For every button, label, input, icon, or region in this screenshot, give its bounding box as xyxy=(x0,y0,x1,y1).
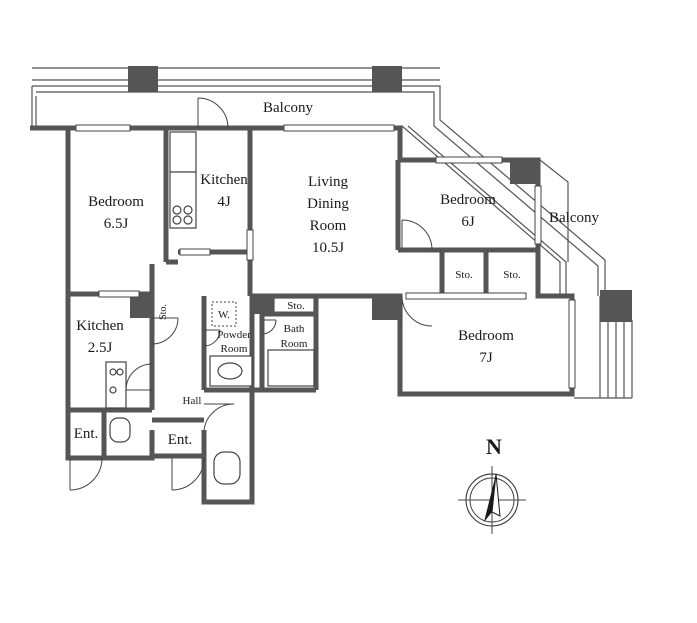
kitchen-small-size: 2.5J xyxy=(88,340,113,356)
pillar xyxy=(130,294,152,318)
pillar xyxy=(128,66,158,92)
kitchen-sink xyxy=(169,131,197,173)
storage-3-label: Sto. xyxy=(287,300,305,312)
balcony-right-label: Balcony xyxy=(549,210,599,226)
hall-label: Hall xyxy=(183,395,202,407)
bedroom-ne-name: Bedroom xyxy=(440,192,496,208)
north-compass: N xyxy=(458,434,526,534)
compass-needle xyxy=(484,474,496,522)
north-label: N xyxy=(486,434,502,459)
bedroom-se-name: Bedroom xyxy=(458,328,514,344)
windows xyxy=(75,124,576,389)
balcony-top-label: Balcony xyxy=(263,100,313,116)
pillar xyxy=(372,66,402,92)
washer-label: W. xyxy=(218,309,230,321)
toilet xyxy=(213,451,241,485)
sink-basin xyxy=(217,362,243,380)
small-kitchen-counter xyxy=(105,361,127,409)
stove-burner xyxy=(172,215,182,225)
kitchen-small-name: Kitchen xyxy=(76,318,124,334)
kitchen-main-size: 4J xyxy=(217,194,231,210)
powder-room-line-2: Room xyxy=(221,343,248,355)
storage-4-label: Sto. xyxy=(158,304,169,320)
storage-shelf xyxy=(273,297,315,315)
stove-burner xyxy=(183,205,193,215)
bath-room-line-2: Room xyxy=(281,338,308,350)
stove-burner xyxy=(183,215,193,225)
compass-needle-light xyxy=(491,473,501,517)
pillar xyxy=(372,296,398,320)
kitchen-main-name: Kitchen xyxy=(200,172,248,188)
powder-room-line-1: Powder xyxy=(217,329,251,341)
washer-space xyxy=(211,301,237,327)
living-line-3: Room xyxy=(310,218,347,234)
toilet xyxy=(109,417,131,443)
stove-burner xyxy=(109,386,117,394)
doors xyxy=(69,97,433,491)
bedroom-ne-size: 6J xyxy=(461,214,475,230)
balcony-right-rails xyxy=(401,125,633,399)
bathtub xyxy=(267,349,315,387)
stove-burner xyxy=(109,368,117,376)
storage-1-label: Sto. xyxy=(455,269,473,281)
entrance-left-label: Ent. xyxy=(74,426,99,442)
stove-burner xyxy=(172,205,182,215)
entrance-right-label: Ent. xyxy=(168,432,193,448)
bath-room-line-1: Bath xyxy=(284,323,305,335)
storage-2-label: Sto. xyxy=(503,269,521,281)
living-size: 10.5J xyxy=(312,240,344,256)
bedroom-nw-name: Bedroom xyxy=(88,194,144,210)
living-line-1: Living xyxy=(308,174,348,190)
fixtures xyxy=(105,131,315,485)
bedroom-se-size: 7J xyxy=(479,350,493,366)
bedroom-nw-size: 6.5J xyxy=(104,216,129,232)
living-line-2: Dining xyxy=(307,196,349,212)
stove-burner xyxy=(116,368,124,376)
walls xyxy=(30,125,575,505)
pillar xyxy=(600,290,632,322)
